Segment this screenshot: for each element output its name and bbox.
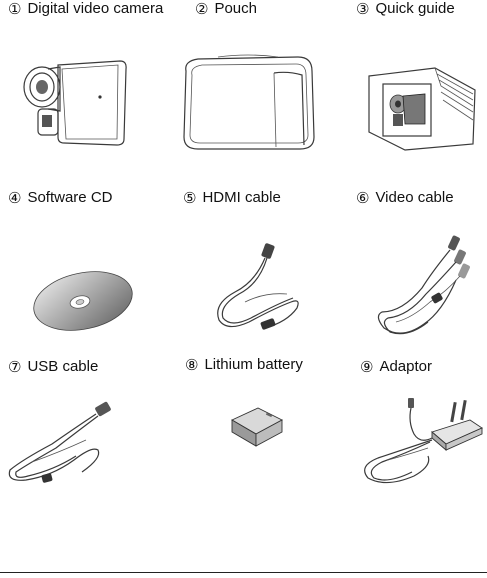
lithium-battery-icon	[228, 402, 284, 448]
item-name: Quick guide	[375, 0, 455, 17]
adaptor-icon	[358, 392, 486, 492]
item-label-usb-cable: ⑦ USB cable	[8, 358, 98, 376]
item-number: ②	[195, 0, 209, 18]
usb-cable-icon	[2, 400, 132, 490]
software-cd-icon	[28, 265, 138, 335]
item-label-hdmi-cable: ⑤ HDMI cable	[183, 189, 281, 207]
video-camera-icon	[20, 55, 130, 150]
footer-divider	[0, 572, 487, 573]
item-number: ⑦	[8, 358, 22, 376]
item-number: ④	[8, 189, 22, 207]
quick-guide-icon	[365, 62, 480, 151]
pouch-icon	[178, 53, 320, 153]
item-name: Video cable	[375, 189, 454, 206]
item-name: Digital video camera	[27, 0, 164, 17]
item-label-adaptor: ⑨ Adaptor	[360, 358, 432, 376]
item-number: ⑧	[185, 356, 199, 374]
item-number: ⑤	[183, 189, 197, 207]
item-number: ①	[8, 0, 22, 18]
item-name: Adaptor	[379, 358, 432, 375]
item-number: ⑥	[356, 189, 370, 207]
item-number: ⑨	[360, 358, 374, 376]
hdmi-cable-icon	[205, 242, 305, 342]
item-name: Pouch	[214, 0, 257, 17]
item-label-pouch: ② Pouch	[195, 0, 257, 18]
item-name: USB cable	[27, 358, 99, 375]
item-label-digital-video-camera: ① Digital video camera	[8, 0, 163, 18]
item-name: HDMI cable	[202, 189, 281, 206]
item-name: Software CD	[27, 189, 113, 206]
item-label-software-cd: ④ Software CD	[8, 189, 112, 207]
video-cable-icon	[372, 232, 477, 342]
item-label-lithium-battery: ⑧ Lithium battery	[185, 356, 303, 374]
item-name: Lithium battery	[204, 356, 303, 373]
item-label-video-cable: ⑥ Video cable	[356, 189, 454, 207]
item-label-quick-guide: ③ Quick guide	[356, 0, 455, 18]
item-number: ③	[356, 0, 370, 18]
